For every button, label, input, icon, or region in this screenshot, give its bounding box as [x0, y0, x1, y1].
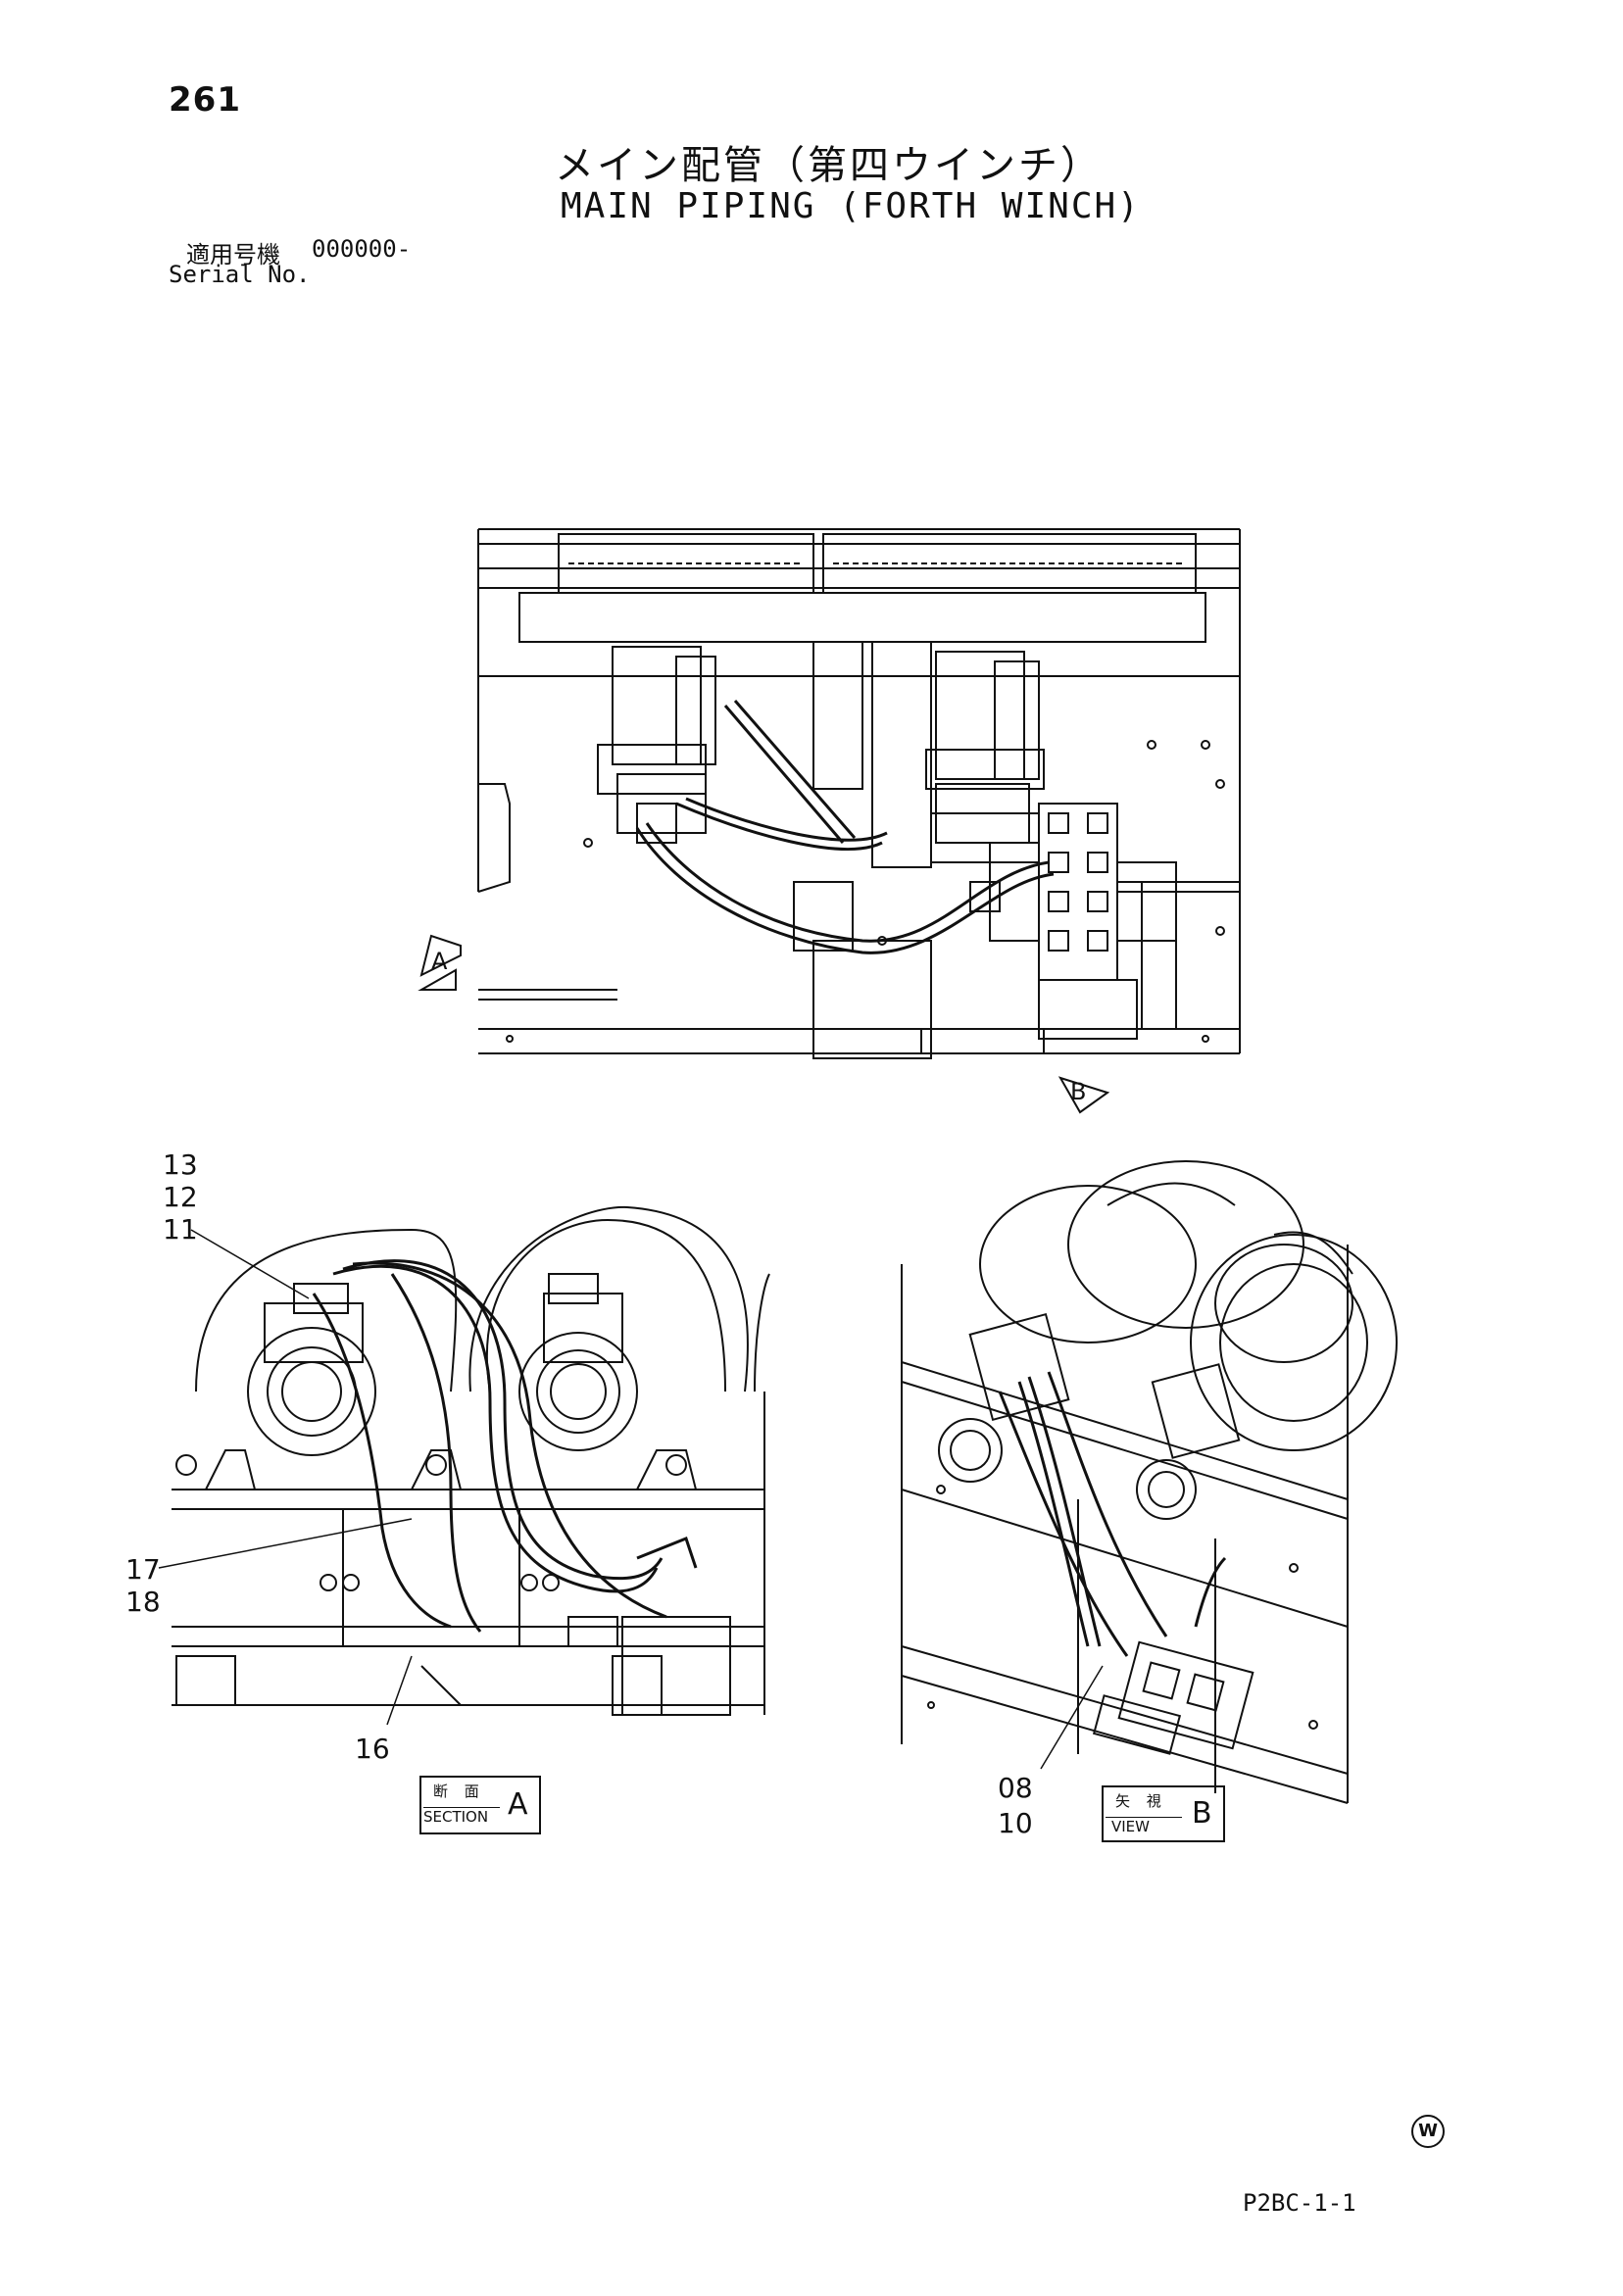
callout-13: 13 [163, 1148, 198, 1181]
top-view-drawing [418, 528, 1241, 1114]
callout-10: 10 [998, 1807, 1033, 1839]
page-number: 261 [169, 80, 241, 120]
arrow-a-letter: A [431, 948, 448, 975]
section-label-japanese: 断 面 [433, 1783, 485, 1800]
drawing-code: P2BC-1-1 [1243, 2189, 1356, 2217]
serial-value: 000000- [312, 235, 412, 263]
section-label-letter: A [508, 1787, 528, 1822]
title-japanese: メイン配管（第四ウインチ） [555, 143, 1103, 188]
title-english: MAIN PIPING (FORTH WINCH) [561, 186, 1141, 226]
callout-18: 18 [125, 1586, 161, 1618]
view-b-label: 矢 視 VIEW B [1102, 1785, 1225, 1842]
view-label-japanese: 矢 視 [1115, 1792, 1167, 1810]
serial-label-japanese: 適用号機 [186, 241, 280, 269]
callout-12: 12 [163, 1181, 198, 1213]
section-a-label: 断 面 SECTION A [419, 1776, 541, 1834]
view-b-drawing [901, 1160, 1398, 1804]
section-a-drawing [158, 1205, 770, 1726]
w-mark: W [1411, 2115, 1445, 2148]
callout-17: 17 [125, 1553, 161, 1586]
view-label-english: VIEW [1106, 1817, 1182, 1835]
view-label-letter: B [1192, 1796, 1212, 1831]
arrow-b-letter: B [1070, 1078, 1087, 1105]
section-label-english: SECTION [423, 1807, 500, 1826]
callout-11: 11 [163, 1213, 198, 1246]
serial-label-english: Serial No. [169, 261, 311, 288]
callout-16: 16 [355, 1733, 390, 1765]
callout-08: 08 [998, 1772, 1033, 1804]
